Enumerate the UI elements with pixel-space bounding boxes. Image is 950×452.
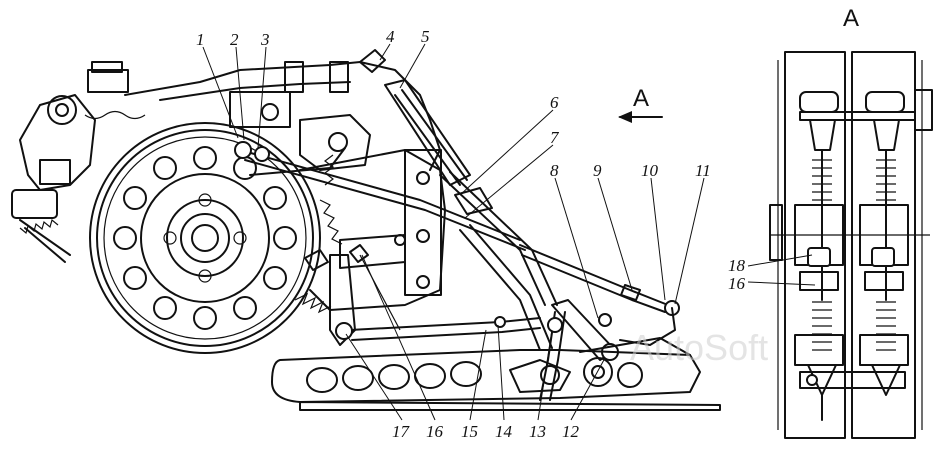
view-arrow-label: A: [633, 85, 649, 112]
leader-lines: [202, 43, 705, 421]
springs: [19, 154, 343, 314]
arrow-head-icon: [618, 111, 632, 123]
callout-14: 14: [495, 422, 513, 441]
main-side-view: A 1 2 3 4: [11, 27, 721, 441]
section-callout-18: 18: [728, 256, 746, 275]
callout-numbers: 1 2 3 4 5 6 7 8 9 10 11 12 13 14 15 16 1…: [196, 27, 711, 441]
left-accessories: [11, 61, 146, 263]
callout-4: 4: [386, 27, 395, 46]
callout-9: 9: [593, 161, 602, 180]
callout-16: 16: [426, 422, 444, 441]
engine-block: [299, 149, 446, 311]
section-view-a: A 18: [728, 5, 933, 439]
view-direction-arrow: A: [618, 85, 663, 123]
callout-6: 6: [550, 93, 559, 112]
watermark: AutoSoft: [630, 327, 768, 368]
callout-3: 3: [260, 30, 270, 49]
section-view-label: A: [843, 5, 859, 32]
callout-12: 12: [562, 422, 580, 441]
callout-11: 11: [695, 161, 711, 180]
callout-13: 13: [529, 422, 546, 441]
callout-15: 15: [461, 422, 478, 441]
callout-2: 2: [230, 30, 239, 49]
section-callout-16: 16: [728, 274, 746, 293]
control-linkage: [234, 49, 680, 401]
callout-7: 7: [550, 128, 560, 147]
callout-5: 5: [421, 27, 430, 46]
callout-1: 1: [196, 30, 205, 49]
callout-10: 10: [641, 161, 659, 180]
flywheel: [89, 122, 321, 354]
callout-8: 8: [550, 161, 559, 180]
callout-17: 17: [392, 422, 411, 441]
